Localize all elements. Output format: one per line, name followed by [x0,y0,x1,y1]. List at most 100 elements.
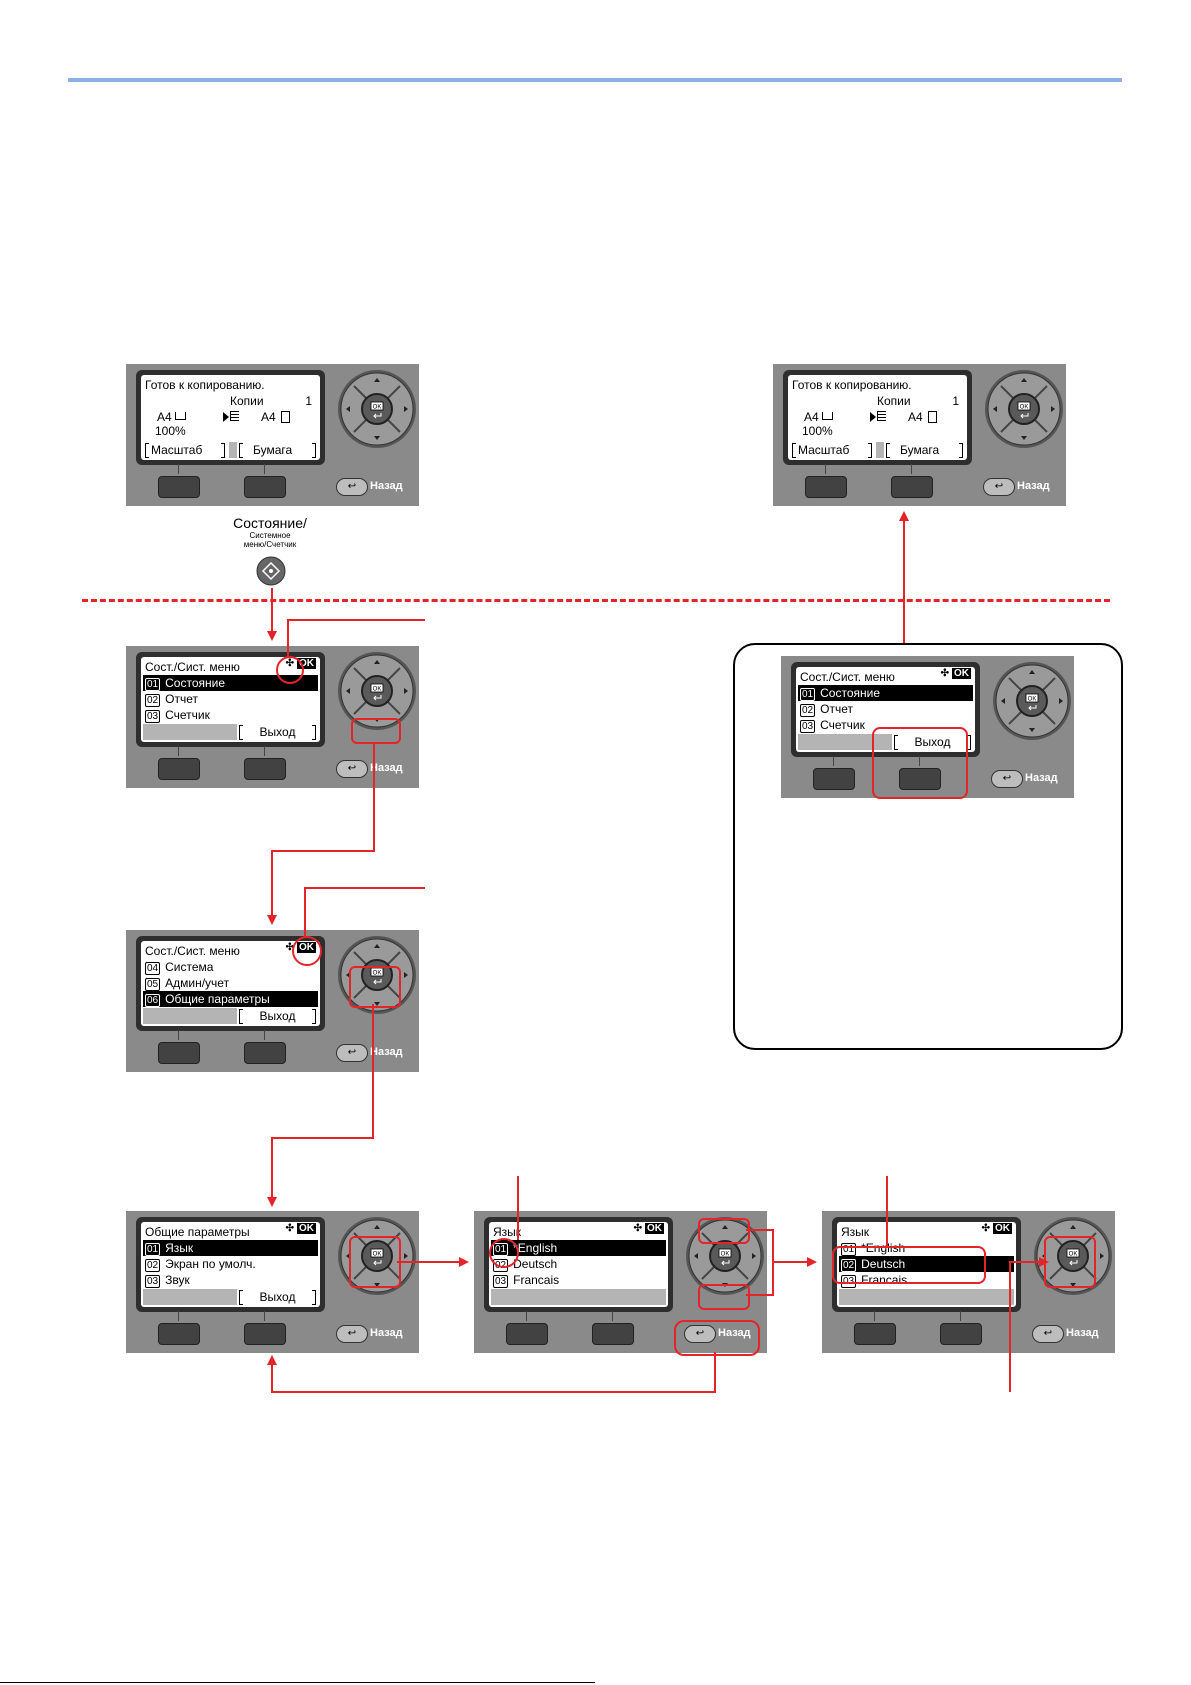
landscape-paper-icon [822,412,833,420]
back-label: Назад [370,762,403,774]
arrow-keypad[interactable]: OK [337,935,417,1015]
highlight-nav-indicator [276,656,304,684]
operation-panel-ready-1: Готов к копированию. Копии 1 A4 A4 100% … [126,364,419,506]
highlight-deutsch-item [832,1246,986,1284]
feed-arrow-icon [223,412,229,422]
highlight-back-key [674,1320,760,1356]
tray-icon [230,411,239,421]
right-select-key[interactable] [244,758,286,780]
back-label: Назад [370,1046,403,1058]
back-key[interactable]: ↩ [336,478,368,496]
right-select-key[interactable] [244,1323,286,1345]
left-select-key[interactable] [158,1042,200,1064]
right-select-key[interactable] [899,768,941,790]
lcd-screen: Готов к копированию. Копии 1 A4 A4 100% … [788,375,967,460]
back-label: Назад [1025,772,1058,784]
right-select-key[interactable] [891,476,933,498]
back-key[interactable]: ↩ [336,760,368,778]
arrow-keypad[interactable]: OK [337,651,417,731]
back-arrow-icon: ↩ [347,1328,357,1339]
ok-icon: OK [952,668,971,679]
left-select-key[interactable] [805,476,847,498]
feed-arrow-icon [870,412,876,422]
right-select-key[interactable] [592,1323,634,1345]
arrow-keypad[interactable]: OK [337,369,417,449]
screen-title: Сост./Сист. меню [145,944,240,958]
four-way-arrow-icon: ✣OK [940,668,971,679]
paper-size-right: A4 [908,410,923,424]
landscape-paper-icon [175,412,186,420]
menu-item[interactable]: 01*English [841,1241,906,1256]
arrow-keypad[interactable]: OK [992,661,1072,741]
ok-icon: OK [297,1223,316,1234]
right-select-key[interactable] [244,476,286,498]
svg-text:OK: OK [1028,697,1037,703]
svg-text:OK: OK [721,1252,730,1258]
copies-label: Копии [877,394,911,408]
back-key[interactable]: ↩ [336,1325,368,1343]
back-key[interactable]: ↩ [991,770,1023,788]
screen-title: Готов к копированию. [792,378,912,392]
back-label: Назад [1066,1327,1099,1339]
left-select-key[interactable] [158,1323,200,1345]
ok-icon: OK [645,1223,664,1234]
back-key[interactable]: ↩ [336,1044,368,1062]
back-key[interactable]: ↩ [1032,1325,1064,1343]
ok-icon: OK [993,1223,1012,1234]
left-select-key[interactable] [813,768,855,790]
highlight-ok-indicator [292,936,322,966]
softkey-label-right: Бумага [253,443,293,457]
softkey-label-left: Масштаб [798,443,850,457]
zoom-value: 100% [155,424,186,438]
copies-value: 1 [952,394,959,408]
svg-text:OK: OK [373,1252,382,1258]
highlight-ok-key-1 [349,966,401,1008]
back-key[interactable]: ↩ [684,1325,716,1343]
softkey-label-left: Масштаб [151,443,203,457]
paper-size-left: A4 [804,410,819,424]
lcd-frame: Готов к копированию. Копии 1 A4 A4 100% … [136,370,325,465]
softkey-label-right: Выход [914,735,951,749]
screen-title: Сост./Сист. меню [145,660,240,674]
arrow-keypad[interactable]: OK [685,1216,765,1296]
zoom-value: 100% [802,424,833,438]
status-key-icon[interactable] [256,556,286,586]
left-select-key[interactable] [158,476,200,498]
svg-text:OK: OK [373,971,382,977]
screen-title: Сост./Сист. меню [800,670,895,684]
arrow-keypad[interactable]: OK [984,369,1064,449]
right-select-key[interactable] [940,1323,982,1345]
back-key[interactable]: ↩ [983,478,1015,496]
status-key-label: Состояние/ Системное меню/Счетчик [233,515,307,549]
right-select-key[interactable] [244,1042,286,1064]
left-select-key[interactable] [854,1323,896,1345]
back-arrow-icon: ↩ [1002,773,1012,784]
left-select-key[interactable] [506,1323,548,1345]
left-select-key[interactable] [158,758,200,780]
top-rule [68,78,1122,82]
paper-size-right: A4 [261,410,276,424]
softkey-label-right: Выход [259,1009,296,1023]
bottom-rule [0,1682,595,1683]
separator-dashed-line [82,599,1110,602]
